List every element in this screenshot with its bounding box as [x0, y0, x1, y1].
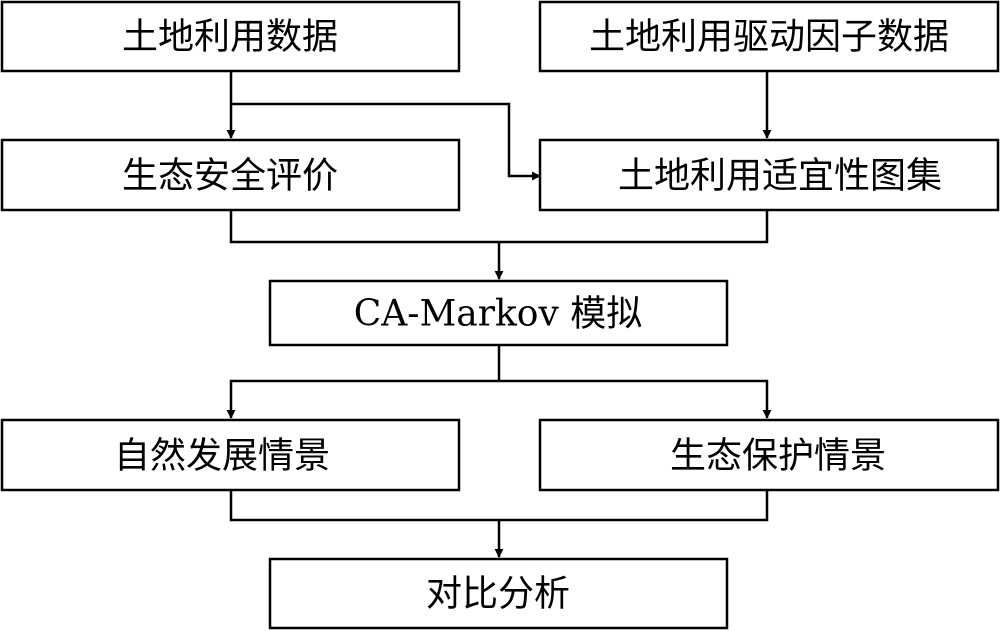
edge-land-use-to-suitability-atlas	[231, 102, 541, 181]
node-ecological-protection-scenario-label: 生态保护情景	[670, 436, 886, 477]
node-comparative-analysis: 对比分析	[268, 557, 729, 630]
node-ca-markov-simulation-label: CA-Markov 模拟	[354, 294, 643, 335]
edges	[226, 71, 772, 558]
edge-split-to-protection-scenario	[499, 379, 772, 419]
edge-merge-to-ca-markov	[229, 210, 769, 244]
node-ecological-security-evaluation: 生态安全评价	[0, 138, 461, 212]
node-land-use-data: 土地利用数据	[0, 0, 461, 73]
edge-scenarios-merge	[229, 490, 769, 522]
node-ecological-protection-scenario: 生态保护情景	[538, 418, 1000, 492]
node-ecological-security-evaluation-label: 生态安全评价	[122, 156, 338, 197]
node-land-suitability-atlas: 土地利用适宜性图集	[538, 138, 1000, 212]
node-ca-markov-simulation: CA-Markov 模拟	[268, 279, 729, 347]
node-land-suitability-atlas-label: 土地利用适宜性图集	[618, 156, 942, 197]
node-driving-factor-data-label: 土地利用驱动因子数据	[589, 17, 949, 58]
node-comparative-analysis-label: 对比分析	[426, 574, 570, 615]
node-natural-development-scenario: 自然发展情景	[0, 418, 461, 492]
node-land-use-data-label: 土地利用数据	[122, 17, 338, 58]
node-driving-factor-data: 土地利用驱动因子数据	[538, 0, 1000, 73]
node-natural-development-scenario-label: 自然发展情景	[114, 436, 330, 477]
edge-split-to-natural-scenario	[226, 379, 499, 419]
